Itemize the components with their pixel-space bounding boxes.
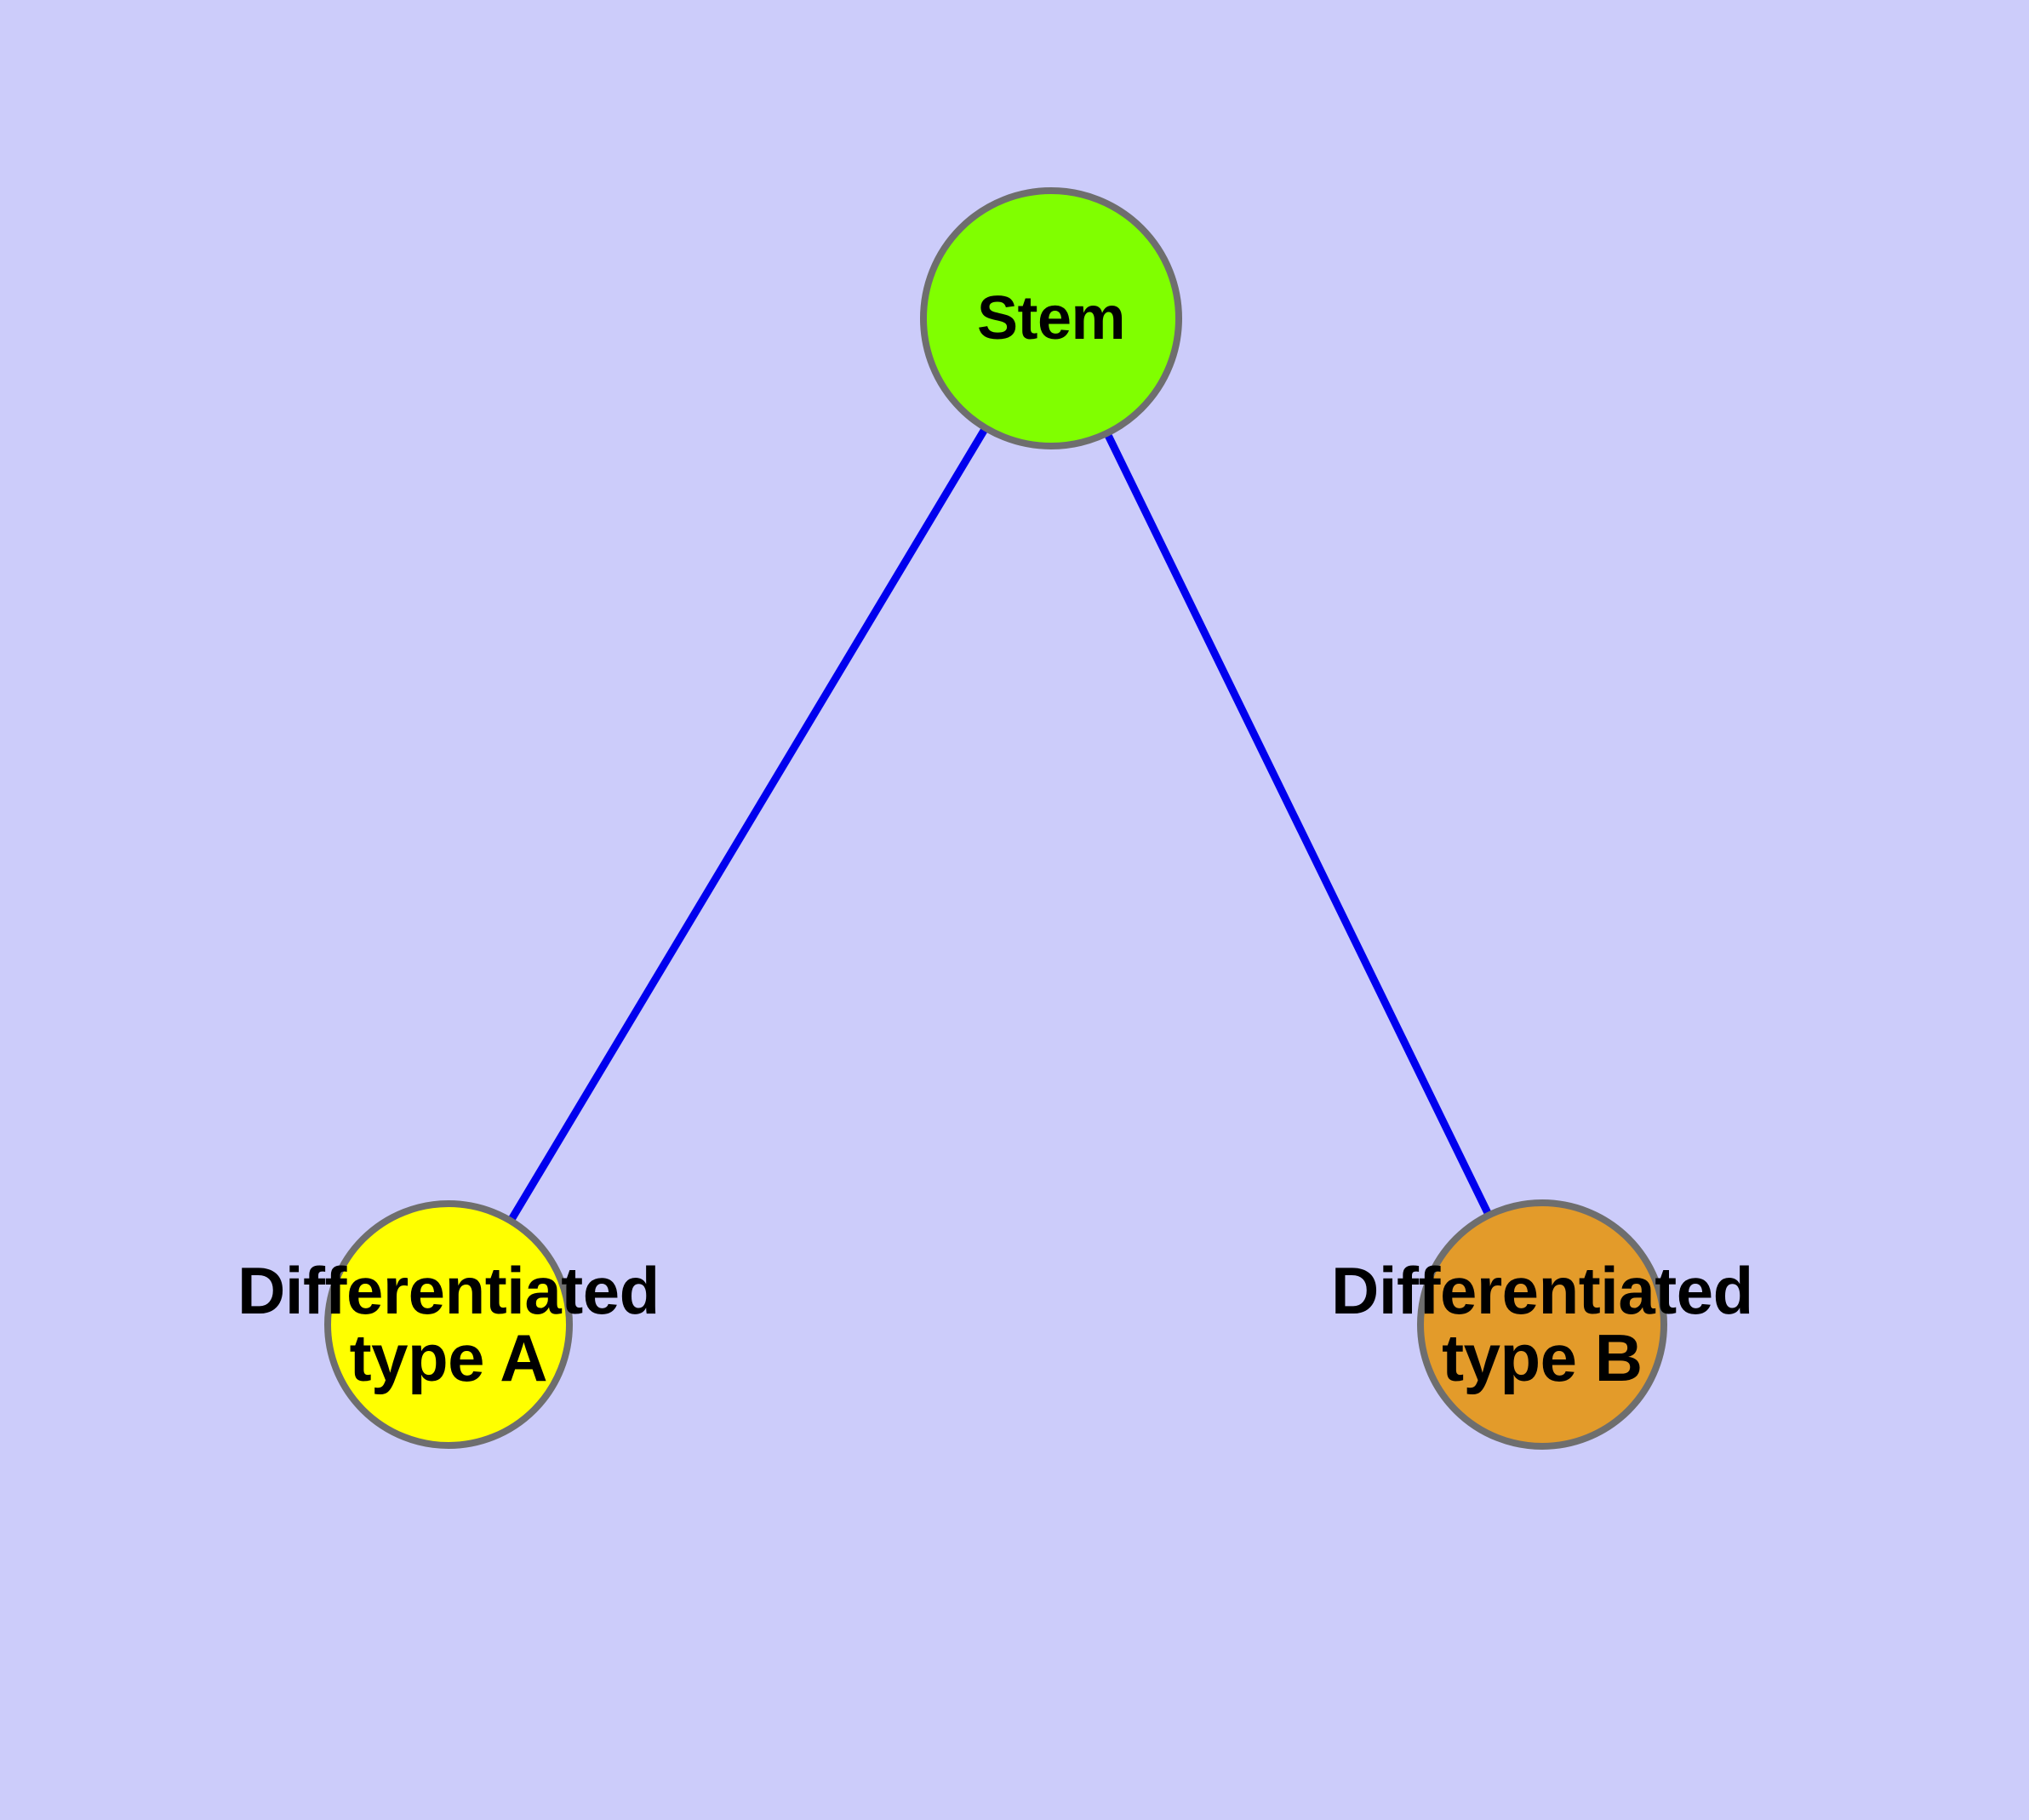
node-diff-a[interactable] <box>324 1200 573 1449</box>
node-diff-b[interactable] <box>1417 1199 1667 1450</box>
edge-layer <box>505 421 1495 1228</box>
node-stem[interactable] <box>920 187 1182 449</box>
edge-stem-to-diff-b[interactable] <box>1101 426 1495 1222</box>
node-layer <box>324 187 1667 1450</box>
edge-stem-to-diff-a[interactable] <box>505 421 992 1228</box>
